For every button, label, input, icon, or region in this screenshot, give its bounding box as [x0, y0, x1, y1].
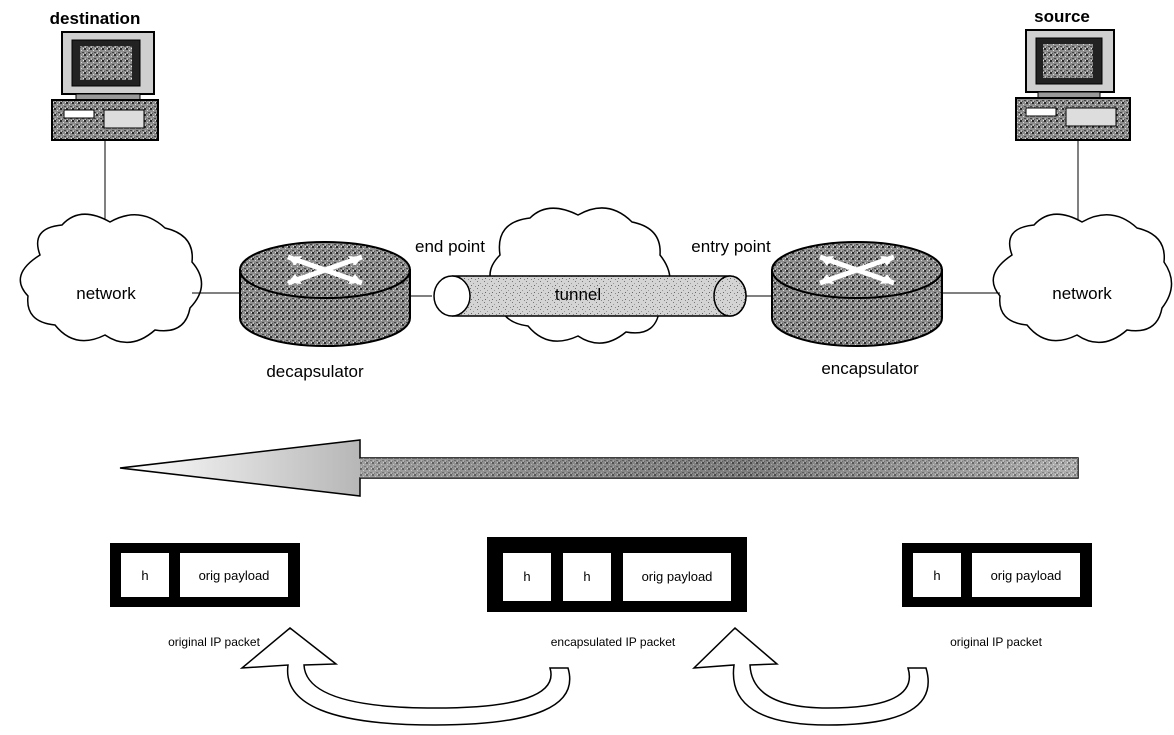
decapsulation-curved-arrow: [242, 628, 570, 725]
encapsulator-label: encapsulator: [821, 359, 919, 378]
right-network-cloud: [993, 214, 1171, 342]
destination-computer-icon: [52, 32, 158, 140]
source-label: source: [1034, 7, 1090, 26]
decapsulator-label: decapsulator: [266, 362, 364, 381]
packet-flow-arrow: [120, 440, 1078, 496]
left-packet-header: h: [141, 568, 148, 583]
right-network-label: network: [1052, 284, 1112, 303]
middle-packet-inner-header: h: [583, 569, 590, 584]
encapsulation-curved-arrow: [694, 628, 928, 725]
middle-packet-caption: encapsulated IP packet: [551, 635, 676, 649]
right-packet-header: h: [933, 568, 940, 583]
left-network-label: network: [76, 284, 136, 303]
right-packet-caption: original IP packet: [950, 635, 1043, 649]
left-packet-caption: original IP packet: [168, 635, 261, 649]
entry-point-label: entry point: [691, 237, 771, 256]
middle-packet-outer-header: h: [523, 569, 530, 584]
encapsulator-router-icon: [772, 242, 942, 346]
left-network-cloud: [20, 214, 201, 342]
right-packet-payload: orig payload: [991, 568, 1062, 583]
end-point-label: end point: [415, 237, 485, 256]
decapsulator-router-icon: [240, 242, 410, 346]
middle-packet-payload: orig payload: [642, 569, 713, 584]
tunnel-label: tunnel: [555, 285, 601, 304]
left-packet-payload: orig payload: [199, 568, 270, 583]
destination-label: destination: [50, 9, 141, 28]
source-computer-icon: [1016, 30, 1130, 140]
